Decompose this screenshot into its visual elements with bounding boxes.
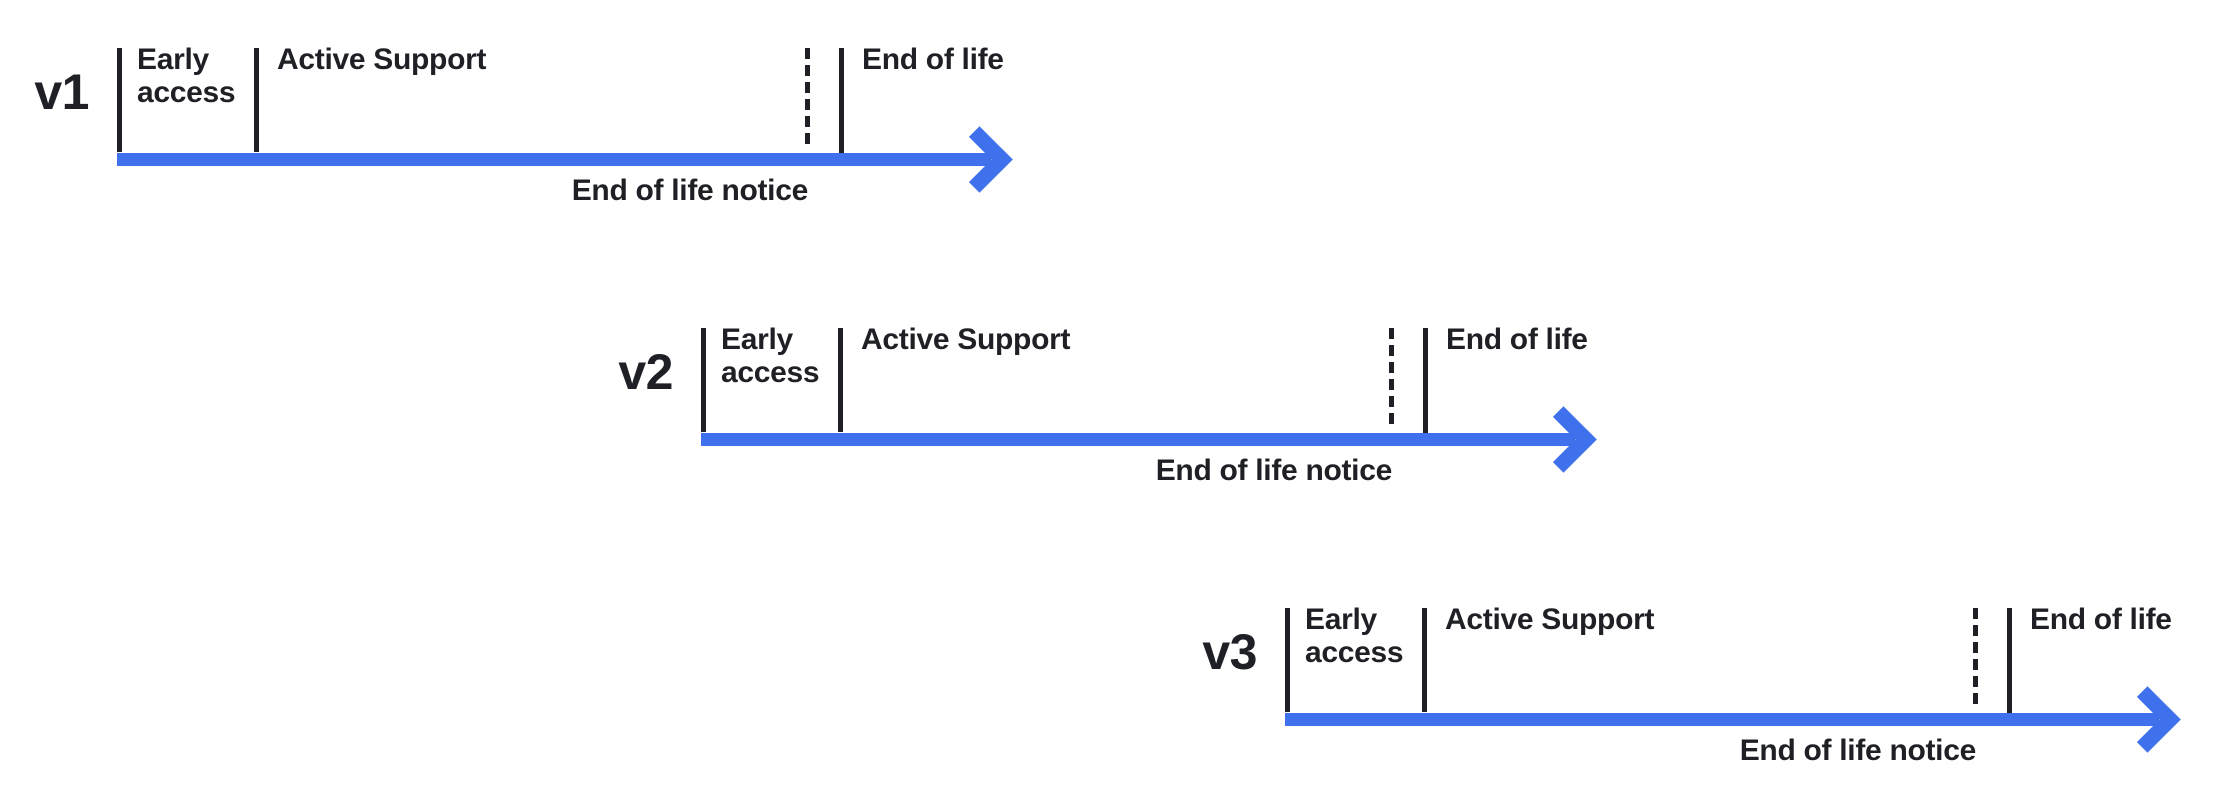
- version-label: v2: [618, 344, 673, 400]
- end-of-life-label: End of life: [2030, 603, 2172, 636]
- timeline-arrow-bar: [117, 153, 991, 166]
- release-tick: [1285, 608, 1290, 712]
- early-access-label: Early access: [137, 43, 236, 109]
- timeline-arrow-head-icon: [946, 126, 1013, 193]
- timeline-arrow-bar: [701, 433, 1575, 446]
- timeline-row-v1: v1 Early access Active Support End of li…: [34, 43, 1117, 288]
- timeline-row-v2: v2 Early access Active Support End of li…: [618, 323, 1701, 568]
- end-of-life-tick: [2007, 608, 2012, 713]
- end-of-life-notice-label: End of life notice: [571, 174, 809, 207]
- active-support-tick: [254, 48, 259, 152]
- end-of-life-label: End of life: [1446, 323, 1588, 356]
- timeline-arrow-bar: [1285, 713, 2159, 726]
- active-support-label: Active Support: [1445, 603, 1655, 636]
- end-of-life-tick: [1423, 328, 1428, 433]
- end-of-life-notice-label: End of life notice: [1739, 734, 1977, 767]
- end-of-life-notice-label: End of life notice: [1155, 454, 1393, 487]
- early-access-label: Early access: [1305, 603, 1404, 669]
- active-support-tick: [1422, 608, 1427, 712]
- timeline-arrow-head-icon: [2114, 686, 2181, 753]
- active-support-tick: [838, 328, 843, 432]
- eol-notice-dashed-line: [1389, 328, 1394, 429]
- version-label: v3: [1202, 624, 1257, 680]
- release-tick: [701, 328, 706, 432]
- active-support-label: Active Support: [277, 43, 487, 76]
- release-tick: [117, 48, 122, 152]
- eol-notice-dashed-line: [805, 48, 810, 149]
- timeline-row-v3: v3 Early access Active Support End of li…: [1202, 603, 2228, 812]
- active-support-label: Active Support: [861, 323, 1071, 356]
- early-access-label: Early access: [721, 323, 820, 389]
- timeline-arrow-head-icon: [1530, 406, 1597, 473]
- eol-notice-dashed-line: [1973, 608, 1978, 709]
- end-of-life-tick: [839, 48, 844, 153]
- version-label: v1: [34, 64, 89, 120]
- end-of-life-label: End of life: [862, 43, 1004, 76]
